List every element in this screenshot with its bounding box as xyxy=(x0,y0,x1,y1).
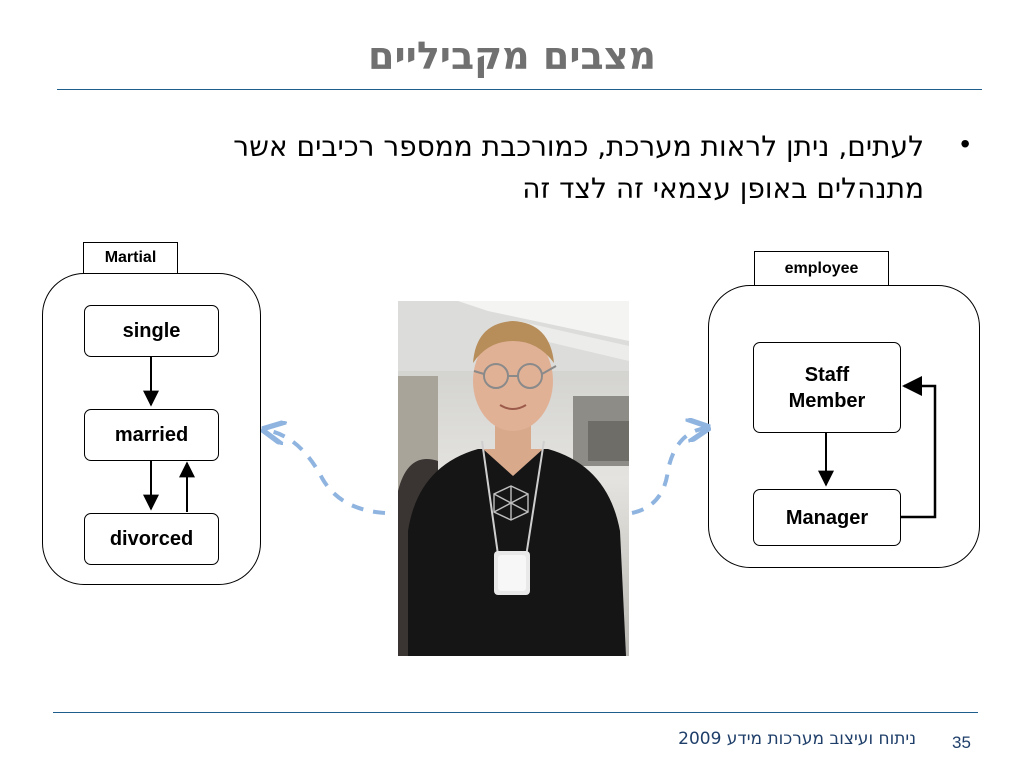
person-photo-illustration xyxy=(398,301,629,656)
bullet-dot: • xyxy=(960,128,970,159)
page-number: 35 xyxy=(952,733,971,752)
person-photo xyxy=(398,301,629,656)
transition-manager-to-staff xyxy=(900,376,937,519)
bullet-text-line-2: מתנהלים באופן עצמאי זה לצד זה xyxy=(522,172,924,205)
dashed-arrow-to-martial xyxy=(266,430,386,515)
employee-region-tab: employee xyxy=(754,251,889,286)
state-divorced: divorced xyxy=(84,513,219,565)
state-manager: Manager xyxy=(753,489,901,546)
footer-divider xyxy=(53,712,978,713)
bullet-item: • לעתים, ניתן לראות מערכת, כמורכבת ממספר… xyxy=(80,126,970,210)
dashed-arrow-to-employee xyxy=(631,428,706,515)
footer-course-label: ניתוח ועיצוב מערכות מידע 2009 xyxy=(678,729,916,749)
state-staff-member-label: Staff Member xyxy=(788,363,866,412)
slide-title: מצבים מקביליים xyxy=(367,34,657,78)
state-married: married xyxy=(84,409,219,461)
bullet-text-line-1: לעתים, ניתן לראות מערכת, כמורכבת ממספר ר… xyxy=(233,130,924,163)
title-divider xyxy=(57,89,982,90)
state-staff-member: Staff Member xyxy=(753,342,901,433)
state-single: single xyxy=(84,305,219,357)
martial-region-tab: Martial xyxy=(83,242,178,274)
